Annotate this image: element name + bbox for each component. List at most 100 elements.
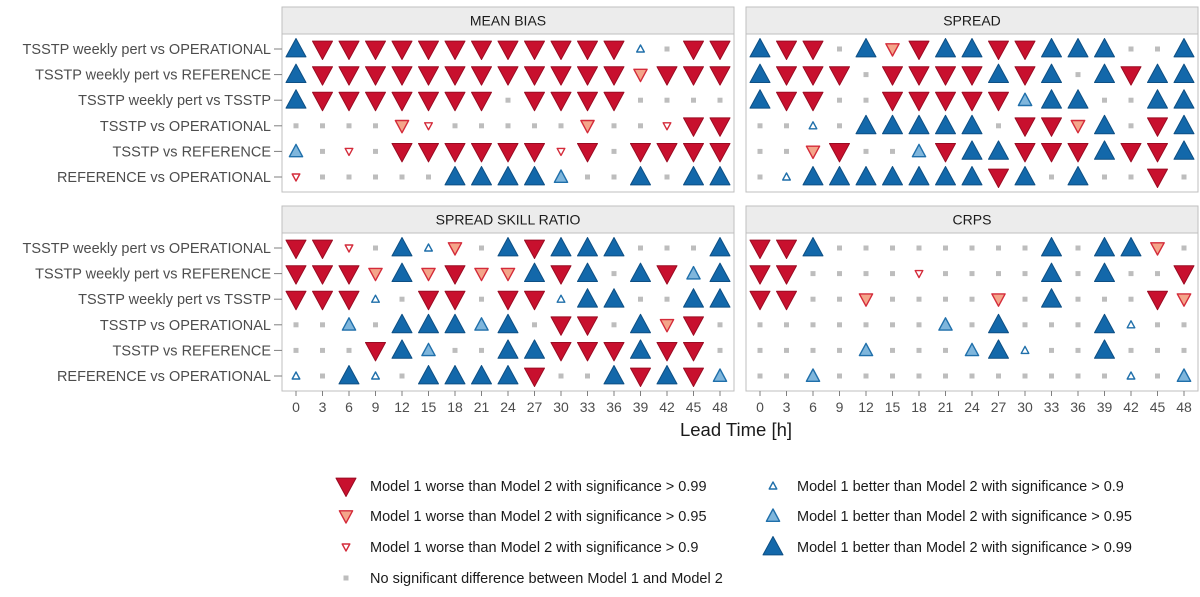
x-tick-label: 21 <box>938 399 954 415</box>
data-point <box>691 245 696 251</box>
data-point <box>683 166 704 186</box>
data-point <box>683 316 704 336</box>
data-point <box>1147 117 1168 137</box>
data-point <box>497 166 519 186</box>
data-point <box>863 373 869 379</box>
x-tick-label: 39 <box>633 399 649 415</box>
data-point <box>1181 347 1187 353</box>
data-point <box>1094 140 1115 160</box>
data-point <box>585 174 590 180</box>
data-point <box>776 265 797 285</box>
data-point <box>1176 368 1192 382</box>
data-point <box>855 114 877 135</box>
data-point <box>776 40 797 60</box>
data-point <box>630 166 651 186</box>
x-tick-label: 18 <box>911 399 927 415</box>
data-point <box>550 40 572 60</box>
data-point <box>757 174 763 180</box>
data-point <box>371 294 380 303</box>
data-point <box>1155 271 1160 277</box>
data-point <box>1173 63 1195 83</box>
data-point <box>784 123 789 129</box>
data-point <box>757 322 763 328</box>
data-point <box>577 342 598 362</box>
data-point <box>916 373 922 379</box>
data-point <box>808 121 818 130</box>
data-point <box>293 347 299 353</box>
data-point <box>1147 168 1168 188</box>
legend-symbol <box>768 481 778 490</box>
data-point <box>338 66 360 86</box>
data-point <box>1075 373 1081 379</box>
data-point <box>1041 237 1062 257</box>
legend-symbol <box>335 477 357 497</box>
data-point <box>497 40 519 60</box>
data-point <box>418 365 439 385</box>
data-point <box>709 66 731 86</box>
data-point <box>805 368 821 382</box>
data-point <box>418 143 439 163</box>
data-point <box>890 296 895 302</box>
data-point <box>683 367 704 387</box>
data-point <box>474 267 489 282</box>
data-point <box>550 91 572 112</box>
data-point <box>1128 296 1134 302</box>
data-point <box>524 239 545 259</box>
data-point <box>553 169 569 184</box>
data-point <box>338 265 360 285</box>
data-point <box>757 347 763 353</box>
data-point <box>1014 166 1036 186</box>
data-point <box>664 97 670 103</box>
x-tick-label: 42 <box>659 399 675 415</box>
data-point <box>373 322 378 328</box>
data-point <box>1128 97 1134 103</box>
panel-spread: SPREAD <box>745 6 1199 193</box>
data-point <box>683 288 704 308</box>
data-point <box>577 40 598 60</box>
data-point <box>524 66 545 86</box>
data-point <box>291 371 301 380</box>
data-point <box>630 367 651 387</box>
data-point <box>802 66 824 86</box>
data-point <box>1049 373 1054 379</box>
data-point <box>285 265 307 285</box>
data-point <box>916 245 922 251</box>
data-point <box>1022 245 1028 251</box>
data-point <box>611 322 617 328</box>
data-point <box>829 143 850 163</box>
data-point <box>603 288 625 308</box>
data-point <box>444 365 466 385</box>
data-point <box>471 166 492 186</box>
data-point <box>293 123 299 129</box>
data-point <box>365 91 386 112</box>
data-point <box>863 148 869 154</box>
x-tick-label: 45 <box>686 399 702 415</box>
panel-title: SPREAD SKILL RATIO <box>436 212 581 228</box>
data-point <box>943 373 948 379</box>
data-point <box>1017 92 1033 107</box>
data-point <box>285 89 307 109</box>
data-point <box>497 143 519 163</box>
data-point <box>603 91 625 112</box>
data-point <box>935 166 956 186</box>
data-point <box>837 97 842 103</box>
legend-label: Model 1 better than Model 2 with signifi… <box>797 479 1124 495</box>
data-point <box>683 117 704 137</box>
data-point <box>338 40 360 60</box>
data-point <box>686 265 701 280</box>
data-point <box>532 123 537 129</box>
data-point <box>1094 114 1115 135</box>
data-point <box>1155 322 1160 328</box>
data-point <box>312 66 333 86</box>
data-point <box>656 342 678 362</box>
data-point <box>988 339 1009 359</box>
data-point <box>717 97 723 103</box>
data-point <box>837 322 842 328</box>
data-point <box>961 166 983 186</box>
y-tick-label: TSSTP weekly pert vs REFERENCE <box>35 68 271 84</box>
data-point <box>1147 63 1168 83</box>
data-point <box>556 147 566 157</box>
data-point <box>424 243 433 252</box>
data-point <box>863 97 869 103</box>
data-point <box>837 46 842 52</box>
